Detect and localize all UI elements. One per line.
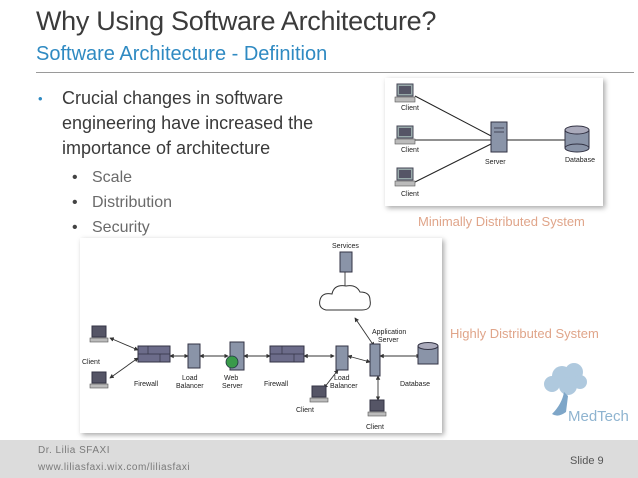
server-label: Server bbox=[485, 159, 506, 166]
client-computer-icon bbox=[394, 167, 416, 187]
sub-bullet-list: •Scale •Distribution •Security bbox=[38, 165, 378, 240]
client-label: Client bbox=[401, 191, 419, 198]
firewall-icon bbox=[269, 345, 305, 363]
load-balancer-icon bbox=[187, 343, 201, 369]
web-server-label: Server bbox=[222, 383, 243, 390]
slide-title: Why Using Software Architecture? bbox=[36, 6, 437, 36]
minimal-diagram-caption: Minimally Distributed System bbox=[418, 214, 585, 229]
services-server-icon bbox=[339, 251, 353, 273]
client-computer-icon bbox=[394, 125, 416, 145]
app-server-label: Application bbox=[372, 329, 406, 336]
client-label: Client bbox=[296, 407, 314, 414]
load-balancer-label: Balancer bbox=[176, 383, 204, 390]
title-divider bbox=[36, 72, 634, 73]
database-icon bbox=[564, 125, 590, 153]
highly-distributed-diagram: Services Application Server Client Firew… bbox=[80, 238, 442, 433]
client-computer-icon bbox=[394, 83, 416, 103]
bullet-dot-icon: • bbox=[72, 219, 78, 236]
client-label: Client bbox=[82, 359, 100, 366]
main-bullet: • Crucial changes in software engineerin… bbox=[38, 86, 378, 161]
web-server-icon bbox=[225, 341, 245, 371]
minimal-distributed-diagram: Client Client Client Server Database bbox=[385, 78, 603, 206]
slide-subtitle: Software Architecture - Definition bbox=[36, 43, 328, 65]
bullet-list: • Crucial changes in software engineerin… bbox=[38, 86, 378, 240]
database-label: Database bbox=[400, 381, 430, 388]
application-server-icon bbox=[369, 343, 381, 377]
client-label: Client bbox=[401, 147, 419, 154]
network-cloud-icon bbox=[319, 285, 371, 311]
firewall-label: Firewall bbox=[134, 381, 159, 388]
services-label: Services bbox=[332, 243, 359, 250]
firewall-icon bbox=[137, 345, 171, 363]
sub-bullet-security: •Security bbox=[72, 215, 378, 240]
client-computer-icon bbox=[309, 385, 329, 403]
app-server-label: Server bbox=[378, 337, 399, 344]
load-balancer-label: Load bbox=[334, 375, 350, 382]
slide-footer bbox=[0, 440, 638, 478]
main-bullet-text: Crucial changes in software engineering … bbox=[62, 88, 314, 158]
database-icon bbox=[417, 342, 439, 365]
client-computer-icon bbox=[89, 325, 109, 343]
medtech-tree-logo-icon bbox=[544, 363, 587, 416]
medtech-logo-text: MedTech bbox=[568, 408, 629, 425]
footer-url: www.liliasfaxi.wix.com/liliasfaxi bbox=[38, 462, 191, 473]
client-label: Client bbox=[401, 105, 419, 112]
bullet-dot-icon: • bbox=[72, 194, 78, 211]
database-label: Database bbox=[565, 157, 595, 164]
slide-number: Slide 9 bbox=[570, 455, 604, 467]
sub-bullet-distribution: •Distribution bbox=[72, 190, 378, 215]
web-server-label: Web bbox=[224, 375, 238, 382]
firewall-label: Firewall bbox=[264, 381, 289, 388]
bullet-dot-icon: • bbox=[72, 169, 78, 186]
load-balancer-label: Balancer bbox=[330, 383, 358, 390]
bullet-dot-icon: • bbox=[38, 91, 43, 106]
load-balancer-label: Load bbox=[182, 375, 198, 382]
load-balancer-icon bbox=[335, 345, 349, 371]
client-computer-icon bbox=[367, 399, 387, 417]
footer-author: Dr. Lilia SFAXI bbox=[38, 445, 110, 456]
highly-diagram-caption: Highly Distributed System bbox=[450, 326, 599, 341]
client-computer-icon bbox=[89, 371, 109, 389]
client-label: Client bbox=[366, 424, 384, 431]
server-icon bbox=[490, 121, 508, 153]
sub-bullet-scale: •Scale bbox=[72, 165, 378, 190]
